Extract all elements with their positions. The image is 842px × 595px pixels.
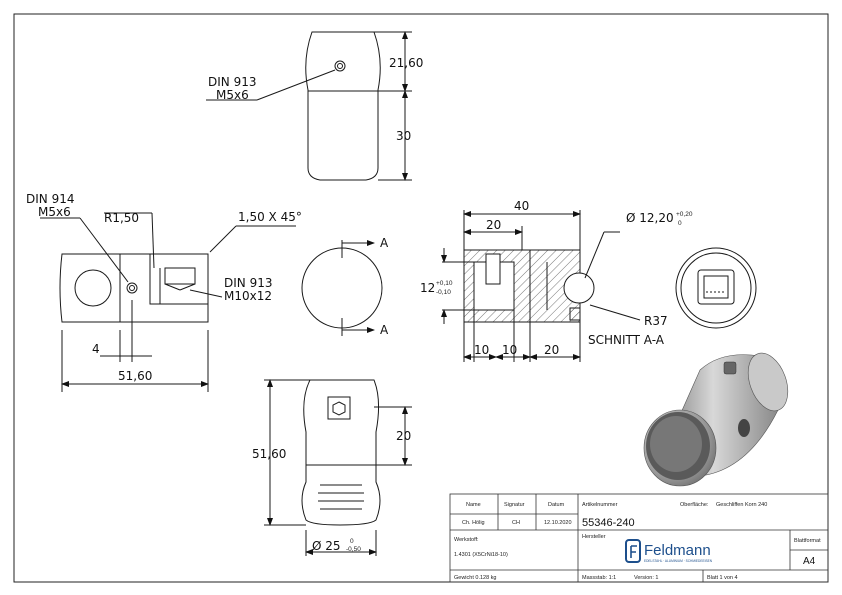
top-dim-lower: 30 — [396, 129, 411, 143]
top-dim-upper: 21,60 — [389, 56, 423, 70]
front-dia-tol-lower: -0,50 — [346, 546, 361, 553]
top-callout-line2: M5x6 — [216, 88, 249, 102]
section-dim-total: 40 — [514, 199, 529, 213]
side-dim-length: 51,60 — [118, 369, 152, 383]
feldmann-logo: Feldmann EDELSTAHL · ALUMINIUM · SCHMIED… — [625, 539, 713, 563]
sheet-border — [13, 13, 829, 583]
top-callout-line1: DIN 913 — [208, 75, 256, 89]
side-radius-label: R1,50 — [104, 211, 139, 225]
section-caption: SCHNITT A-A — [588, 333, 665, 347]
front-dia-label: Ø 25 — [312, 539, 341, 553]
section-radius-label: R37 — [644, 314, 668, 328]
tb-header-signature: Signatur — [504, 502, 525, 508]
front-dim-height: 51,60 — [252, 447, 286, 461]
brand-name: Feldmann — [644, 542, 711, 559]
section-view — [463, 249, 595, 323]
front-dia-tol-upper: 0 — [350, 538, 354, 545]
tb-header-format: Blattformat — [794, 538, 821, 544]
tb-signature: CH — [512, 520, 520, 526]
side-dim-small: 4 — [92, 342, 100, 356]
front-view — [264, 379, 412, 556]
section-slot-tol-upper: +0,10 — [436, 280, 453, 287]
tb-header-manufacturer: Hersteller — [582, 534, 606, 540]
section-dia-tol-upper: +0,20 — [676, 211, 693, 218]
side-din913-line2: M10x12 — [224, 289, 272, 303]
side-chamfer-label: 1,50 X 45° — [238, 210, 302, 224]
section-dim-slot: 12 — [420, 281, 435, 295]
brand-tagline: EDELSTAHL · ALUMINIUM · SCHMIEDEEISEN — [644, 559, 713, 563]
tb-surface-value: Geschliffen Korn 240 — [716, 502, 767, 508]
section-dia-label: Ø 12,20 — [626, 211, 674, 225]
tb-scale: Massstab: 1:1 — [582, 575, 616, 581]
section-dia-tol-lower: 0 — [678, 220, 682, 227]
tb-header-surface: Oberfläche: — [680, 502, 709, 508]
tb-header-material: Werkstoff: — [454, 537, 479, 543]
section-slot-tol-lower: -0,10 — [436, 289, 451, 296]
tb-material: 1.4301 (X5CrNi18-10) — [454, 552, 508, 558]
front-dim-upper: 20 — [396, 429, 411, 443]
section-dim-bottom-1: 10 — [474, 343, 489, 357]
tb-date: 12.10.2020 — [544, 520, 572, 526]
top-view — [206, 31, 412, 181]
product-render — [643, 352, 789, 487]
side-din914-line2: M5x6 — [38, 205, 71, 219]
section-dim-half: 20 — [486, 218, 501, 232]
tb-format: A4 — [803, 556, 816, 567]
section-dims — [441, 210, 641, 362]
section-dim-bottom-3: 20 — [544, 343, 559, 357]
end-view — [675, 247, 757, 329]
tb-sheet: Blatt 1 von 4 — [707, 575, 738, 581]
tb-header-article: Artikelnummer — [582, 502, 618, 508]
section-dim-bottom-2: 10 — [502, 343, 517, 357]
side-din913-line1: DIN 913 — [224, 276, 272, 290]
side-view — [40, 212, 296, 392]
tb-header-name: Name — [466, 502, 481, 508]
tb-header-date: Datum — [548, 502, 565, 508]
tb-version: Version: 1 — [634, 575, 658, 581]
tb-weight: Gewicht 0.128 kg — [454, 575, 497, 581]
section-mark-top: A — [380, 236, 389, 250]
tb-name: Ch. Hölig — [462, 520, 485, 526]
section-mark-bottom: A — [380, 323, 389, 337]
tb-article-no: 55346-240 — [582, 517, 635, 529]
side-din914-line1: DIN 914 — [26, 192, 74, 206]
title-block — [449, 493, 829, 583]
circle-view — [301, 240, 383, 336]
